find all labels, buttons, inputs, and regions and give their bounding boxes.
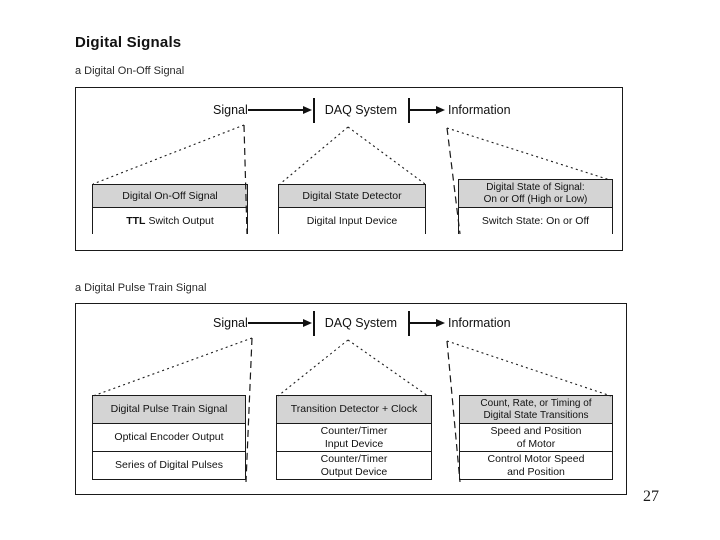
cell-text: Digital Input Device [306,214,398,227]
arrow-right-icon [436,106,445,114]
flow-signal-label: Signal [213,316,248,330]
diagram-pulse-train-flow: Signal DAQ System Information [213,309,511,337]
state-of-signal-header: Digital State of Signal: On or Off (High… [458,179,613,208]
control-motor-cell: Control Motor Speed and Position [459,451,613,480]
cell-bold-text: TTL [126,214,146,227]
diagram-pulse-train-label: a Digital Pulse Train Signal [75,282,207,294]
flow-information-label: Information [448,316,511,330]
count-rate-header: Count, Rate, or Timing of Digital State … [459,395,613,424]
arrow-right-icon [302,106,312,114]
cell-text: Switch State: On or Off [481,214,590,227]
state-detector-column: Digital State Detector Digital Input Dev… [278,184,426,234]
detector-header: Digital State Detector [278,184,426,208]
arrow-right-icon [302,319,312,327]
flow-line [410,109,436,111]
flow-information-label: Information [448,103,511,117]
page-number: 27 [643,488,659,505]
flow-line [247,109,303,111]
flow-daq-label: DAQ System [324,103,397,117]
pulse-train-column: Digital Pulse Train Signal Optical Encod… [92,395,246,480]
flow-daq-label: DAQ System [324,316,397,330]
cell-text: Switch Output [148,214,214,227]
signal-type-header: Digital On-Off Signal [92,184,248,208]
count-rate-column: Count, Rate, or Timing of Digital State … [459,395,613,480]
counter-output-cell: Counter/Timer Output Device [276,451,432,480]
slide-title: Digital Signals [75,34,182,51]
state-of-signal-column: Digital State of Signal: On or Off (High… [458,179,613,234]
counter-input-cell: Counter/Timer Input Device [276,423,432,452]
daq-left-bar [312,310,315,336]
diagram-on-off-label: a Digital On-Off Signal [75,65,185,77]
device-cell: Digital Input Device [278,208,426,234]
diagram-pulse-train-frame [75,303,627,495]
speed-position-cell: Speed and Position of Motor [459,423,613,452]
pulse-train-header: Digital Pulse Train Signal [92,395,246,424]
daq-right-bar [408,97,410,123]
transition-detector-column: Transition Detector + Clock Counter/Time… [276,395,432,480]
encoder-output-cell: Optical Encoder Output [92,423,246,452]
flow-line [247,322,303,324]
daq-right-bar [408,310,410,336]
flow-line [410,322,436,324]
transition-detector-header: Transition Detector + Clock [276,395,432,424]
switch-state-cell: Switch State: On or Off [458,208,613,234]
digital-pulses-cell: Series of Digital Pulses [92,451,246,480]
diagram-on-off-frame [75,87,623,251]
daq-left-bar [312,97,315,123]
diagram-on-off-flow: Signal DAQ System Information [213,96,511,124]
arrow-right-icon [436,319,445,327]
flow-signal-label: Signal [213,103,248,117]
